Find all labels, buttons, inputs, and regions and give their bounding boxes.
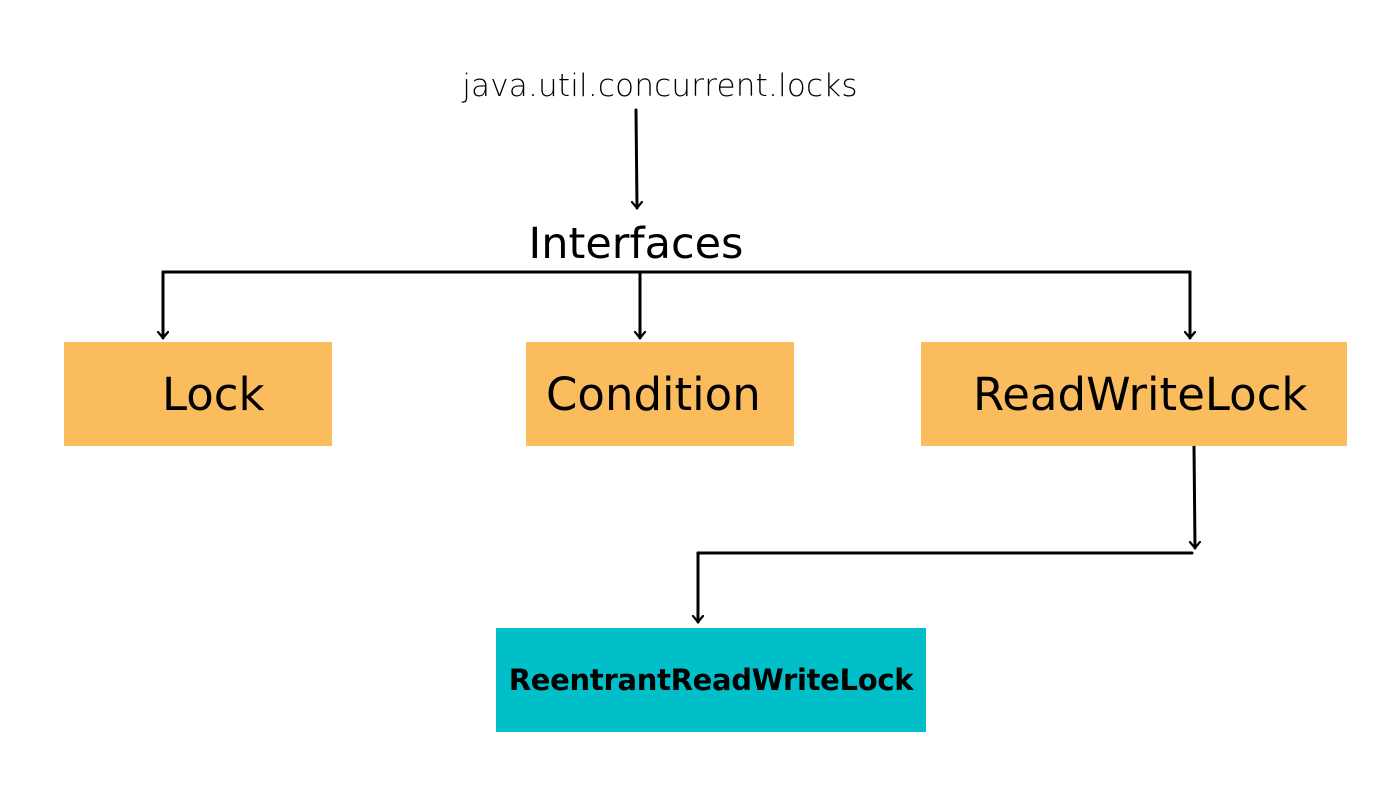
drop-from-readwritelock bbox=[1194, 444, 1195, 550]
lock-interface-box: Lock bbox=[64, 342, 332, 446]
readwritelock-interface-box: ReadWriteLock bbox=[921, 342, 1347, 446]
package-label: java.util.concurrent.locks bbox=[462, 68, 858, 104]
condition-interface-box: Condition bbox=[526, 342, 794, 446]
reentrantreadwritelock-class-box: ReentrantReadWriteLock bbox=[496, 628, 926, 732]
interfaces-heading: Interfaces bbox=[528, 219, 744, 269]
arrow-package-to-interfaces bbox=[636, 108, 637, 210]
